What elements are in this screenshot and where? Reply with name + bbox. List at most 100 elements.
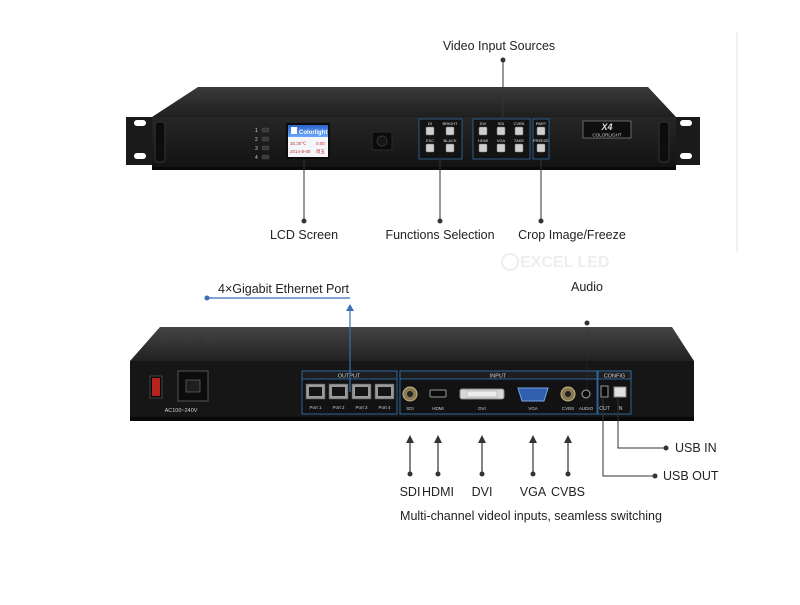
callout-dot — [565, 471, 571, 477]
input-label: HDMI — [422, 485, 454, 499]
input-port-label: SDI — [406, 406, 414, 411]
front-top-face — [152, 87, 676, 117]
config-title: CONFIG — [604, 374, 625, 380]
watermark-rear: EXCEL LED — [160, 329, 227, 343]
panel-button[interactable] — [536, 143, 546, 153]
usb-out-leader — [602, 397, 655, 477]
callout-video-input-sources: Video Input Sources — [443, 39, 555, 53]
functions-panel — [418, 118, 463, 160]
ethernet-port-socket — [332, 387, 345, 396]
panel-button[interactable] — [514, 126, 524, 136]
button-label: ESC — [426, 138, 434, 143]
channel-led-icon — [261, 145, 270, 151]
power-label: AC100~240V — [165, 408, 198, 414]
lcd-line1-right: 0:00 — [316, 141, 325, 146]
caption: Multi-channel videol inputs, seamless sw… — [400, 509, 662, 523]
ethernet-port-label: Port 4 — [378, 405, 391, 410]
input-port-label: DVI — [478, 406, 486, 411]
callout-dot — [538, 218, 544, 224]
callout-dot — [407, 471, 413, 477]
vga-connector-icon — [517, 387, 549, 402]
usb-in-leader — [617, 397, 666, 449]
button-label: FREEZE — [533, 138, 549, 143]
badge-model-text: X4 — [600, 122, 612, 132]
badge-brand-text: COLORLIGHT — [592, 133, 622, 138]
callout-functions-selection: Functions Selection — [385, 228, 494, 242]
right-ear-hole-bottom — [680, 153, 692, 159]
button-label: DI — [428, 121, 432, 126]
callout-dot — [301, 218, 307, 224]
callout-dot — [530, 471, 536, 477]
watermark-logo-icon — [501, 253, 519, 271]
button-label: VGA — [497, 138, 506, 143]
panel-button[interactable] — [496, 143, 506, 153]
channel-led-icon — [261, 154, 270, 160]
channel-led-icon — [261, 127, 270, 133]
rear-callouts: 4×Gigabit Ethernet Port Audio USB IN USB… — [204, 280, 719, 483]
channel-led-icon — [261, 136, 270, 142]
callout-dot — [652, 473, 658, 479]
panel-button[interactable] — [514, 143, 524, 153]
lcd-header — [288, 125, 328, 137]
watermark-top: EXCEL LED — [520, 254, 610, 271]
power-switch-icon — [152, 378, 160, 396]
callout-dot — [435, 471, 441, 477]
panel-button[interactable] — [425, 126, 435, 136]
callout-dot — [437, 218, 443, 224]
left-ear-hole-bottom — [134, 153, 146, 159]
input-label: VGA — [520, 485, 547, 499]
button-label: BRIGHT — [442, 121, 458, 126]
input-label: SDI — [400, 485, 421, 499]
panel-button[interactable] — [536, 126, 546, 136]
ethernet-port-socket — [309, 387, 322, 396]
lcd-line2-right: 周五 — [316, 149, 325, 155]
hdmi-connector-icon — [429, 389, 447, 398]
config-label-out: OUT — [599, 406, 610, 412]
panel-button[interactable] — [445, 126, 455, 136]
lcd-brand: Colorlight — [299, 130, 327, 136]
rear-top-face — [130, 327, 694, 361]
lcd-line1-left: 30.30℃ — [290, 141, 306, 146]
panel-button[interactable] — [478, 143, 488, 153]
button-label: TAKE — [514, 138, 524, 143]
button-label: HDMI — [478, 138, 488, 143]
panel-button[interactable] — [425, 143, 435, 153]
input-arrow-head — [434, 435, 442, 443]
input-label: DVI — [472, 485, 493, 499]
left-ear-hole-top — [134, 120, 146, 126]
right-handle — [658, 121, 670, 163]
panel-button[interactable] — [496, 126, 506, 136]
input-arrow-head — [529, 435, 537, 443]
channel-number: 4 — [255, 155, 258, 161]
callout-audio: Audio — [571, 280, 603, 294]
panel-button[interactable] — [478, 126, 488, 136]
input-title: INPUT — [490, 374, 507, 380]
channel-number: 2 — [255, 137, 258, 143]
audio-jack-icon — [581, 389, 591, 399]
callout-usb-out: USB OUT — [663, 469, 719, 483]
input-arrow-head — [478, 435, 486, 443]
callout-ethernet: 4×Gigabit Ethernet Port — [218, 282, 350, 296]
input-arrow-head — [564, 435, 572, 443]
lcd-line2-left: 2014-8-08 — [290, 149, 311, 154]
left-rack-ear — [126, 117, 152, 165]
callout-lcd-screen: LCD Screen — [270, 228, 338, 242]
callout-usb-in: USB IN — [675, 441, 717, 455]
panel-button[interactable] — [445, 143, 455, 153]
input-port-label: HDMI — [432, 406, 444, 411]
ethernet-port-socket — [378, 387, 391, 396]
callout-dot — [479, 471, 485, 477]
input-arrow-head — [406, 435, 414, 443]
usb-in-port-icon — [613, 386, 627, 398]
sources-panel — [472, 118, 531, 160]
ethernet-port-socket — [355, 387, 368, 396]
